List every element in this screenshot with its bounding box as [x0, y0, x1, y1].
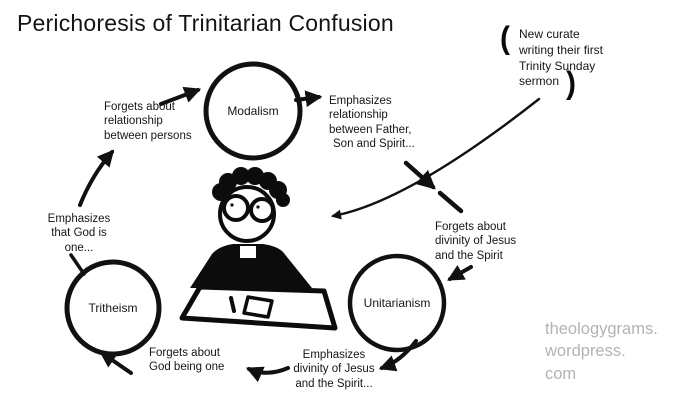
figure-collar: [240, 246, 256, 258]
label-line: between Father,: [329, 123, 412, 136]
arrow-out-of-unitarianism: [378, 339, 418, 372]
label-line: Son and Spirit...: [333, 138, 415, 151]
arrow-emphasizes-to-forgets-one: [245, 366, 290, 383]
unitarianism-label: Unitarianism: [363, 296, 431, 310]
watermark-line: wordpress.: [545, 342, 626, 361]
caption-close-brace: ): [566, 66, 576, 101]
arrow-modalism-to-unitarianism-tail: [437, 190, 464, 214]
modalism-label: Modalism: [227, 104, 279, 118]
curate-figure: [190, 167, 312, 288]
label-line: relationship: [329, 109, 388, 122]
tritheism-label: Tritheism: [88, 301, 138, 315]
paper: [242, 295, 274, 319]
label-line: between persons: [104, 129, 192, 142]
pen: [229, 296, 236, 313]
page-title: Perichoresis of Trinitarian Confusion: [17, 10, 394, 36]
caption-open-brace: (: [500, 21, 510, 56]
caption-line: Trinity Sunday: [519, 58, 596, 73]
arrow-into-tritheism: [99, 351, 133, 375]
label-line: Forgets about: [435, 221, 506, 233]
label-line: relationship: [104, 115, 163, 128]
modalism-circle: [203, 61, 303, 161]
watermark-line: com: [545, 364, 577, 383]
desk: [179, 284, 338, 331]
label-forgets-relationship: Forgets about relationship between perso…: [104, 100, 192, 143]
label-line: God being one: [149, 361, 225, 374]
figure-hair: [212, 167, 290, 207]
arrow-into-modalism: [159, 86, 202, 106]
label-line: that God is: [51, 227, 107, 240]
label-line: and the Spirit: [435, 249, 503, 262]
figure-right-pupil: [256, 205, 260, 209]
label-line: Forgets about: [104, 101, 175, 113]
caption-line: writing their first: [519, 42, 604, 57]
label-line: Forgets about: [149, 347, 220, 359]
figure-left-pupil: [230, 203, 234, 207]
leader-line-emphasizes-one: [69, 253, 86, 276]
figure-glasses-left-lens: [222, 194, 250, 222]
watermark-url: theologygrams. wordpress. com: [545, 318, 658, 385]
arrow-out-of-modalism: [294, 90, 323, 108]
label-forgets-divinity: Forgets about divinity of Jesus and the …: [435, 220, 516, 263]
arrow-modalism-to-unitarianism: [403, 160, 436, 190]
label-line: Emphasizes: [302, 349, 366, 361]
arrow-into-unitarianism: [447, 265, 473, 281]
label-line: divinity of Jesus: [293, 363, 375, 376]
unitarianism-circle: [347, 253, 447, 353]
label-line: Emphasizes: [329, 95, 392, 107]
caption-line: New curate: [519, 27, 580, 41]
label-line: Emphasizes: [47, 213, 111, 225]
label-line: divinity of Jesus: [435, 235, 517, 248]
figure-torso: [190, 244, 312, 288]
label-emphasizes-divinity: Emphasizes divinity of Jesus and the Spi…: [288, 348, 380, 391]
watermark-line: theologygrams.: [545, 320, 658, 338]
figure-glasses-right-lens: [249, 197, 275, 223]
label-line: and the Spirit...: [295, 377, 373, 390]
arrow-caption-to-figure: [331, 97, 541, 220]
label-emphasizes-one: Emphasizes that God is one...: [38, 212, 120, 255]
caption-new-curate: New curate writing their first Trinity S…: [519, 27, 603, 90]
caption-line: sermon: [519, 74, 560, 89]
label-emphasizes-relationship: Emphasizes relationship between Father, …: [329, 94, 415, 152]
label-line: one...: [64, 241, 94, 254]
arrow-tritheism-to-forgets-relationship: [78, 149, 115, 207]
label-forgets-one: Forgets about God being one: [149, 346, 224, 375]
